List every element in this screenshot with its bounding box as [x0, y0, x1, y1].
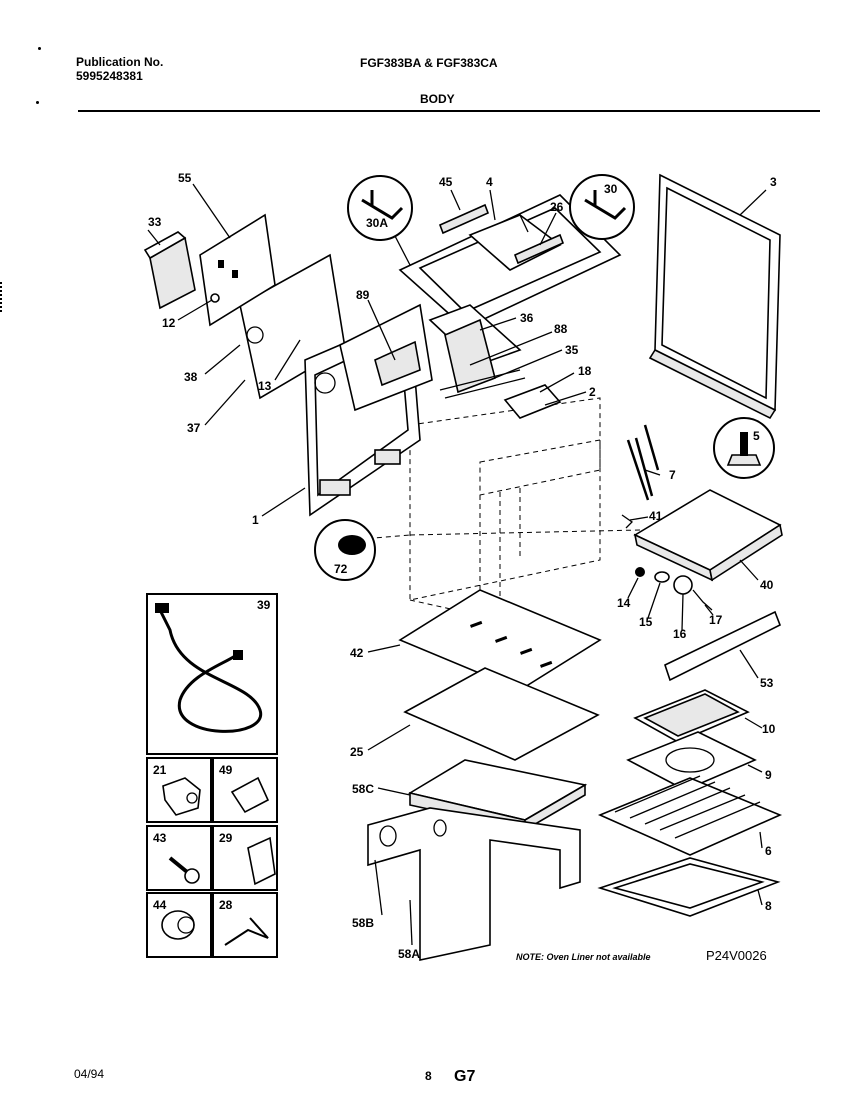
- label-30: 30: [604, 182, 618, 196]
- part-16: [673, 575, 693, 595]
- oven-liner: [367, 807, 581, 961]
- burner-7: [626, 424, 660, 501]
- label-88: 88: [554, 322, 568, 336]
- label-53: 53: [760, 676, 774, 690]
- bracket-33: [143, 231, 196, 310]
- label-39: 39: [257, 598, 271, 612]
- power-cord-box: [146, 593, 278, 755]
- model-numbers: FGF383BA & FGF383CA: [360, 56, 498, 70]
- callout-leveling-leg: [713, 417, 775, 479]
- label-18: 18: [578, 364, 592, 378]
- part-15: [654, 571, 670, 583]
- label-5: 5: [753, 429, 760, 443]
- part-14: [635, 567, 645, 577]
- section-title: BODY: [420, 92, 455, 106]
- label-28: 28: [219, 898, 233, 912]
- label-26: 26: [550, 200, 564, 214]
- label-13: 13: [258, 379, 272, 393]
- label-15: 15: [639, 615, 653, 629]
- label-37: 37: [187, 421, 201, 435]
- broiler-pan-9: [626, 731, 757, 791]
- label-2: 2: [589, 385, 596, 399]
- screw-12: [210, 293, 220, 303]
- label-3: 3: [770, 175, 777, 189]
- label-36: 36: [520, 311, 534, 325]
- oven-liner-note: NOTE: Oven Liner not available: [516, 952, 651, 962]
- label-45: 45: [439, 175, 453, 189]
- label-29: 29: [219, 831, 233, 845]
- label-30A: 30A: [366, 216, 388, 230]
- broiler-tray: [633, 489, 783, 582]
- inset-box-29: [212, 825, 278, 891]
- bracket-18: [503, 384, 562, 419]
- control-panel-assembly: [304, 303, 433, 517]
- label-21: 21: [153, 763, 167, 777]
- label-41: 41: [649, 509, 663, 523]
- panel-25: [403, 667, 600, 761]
- label-16: 16: [673, 627, 687, 641]
- callout-30: [569, 174, 635, 240]
- label-58B: 58B: [352, 916, 374, 930]
- label-72: 72: [334, 562, 348, 576]
- label-49: 49: [219, 763, 233, 777]
- label-58A: 58A: [398, 947, 420, 961]
- label-8: 8: [765, 899, 772, 913]
- label-7: 7: [669, 468, 676, 482]
- part-26-strip: [513, 233, 565, 265]
- footer-page: 8: [425, 1069, 432, 1083]
- rail-53: [664, 610, 782, 682]
- scan-edge-mark: [0, 282, 10, 312]
- label-42: 42: [350, 646, 364, 660]
- leader-lines: [147, 183, 767, 946]
- side-panel: [648, 173, 781, 420]
- drawing-id: P24V0026: [706, 948, 767, 963]
- label-12: 12: [162, 316, 176, 330]
- part-45-strip: [438, 203, 490, 235]
- label-14: 14: [617, 596, 631, 610]
- label-9: 9: [765, 768, 772, 782]
- label-4: 4: [486, 175, 493, 189]
- footer-code: G7: [454, 1068, 476, 1085]
- door-frame-8: [597, 857, 781, 917]
- publication-label: Publication No.: [76, 55, 164, 69]
- broiler-grid-10: [633, 689, 750, 743]
- label-89: 89: [356, 288, 370, 302]
- manifold-assembly: [428, 304, 526, 399]
- part-41: [621, 514, 634, 529]
- label-40: 40: [760, 578, 774, 592]
- part-17: [692, 589, 713, 611]
- label-58C: 58C: [352, 782, 374, 796]
- inset-box-28: [212, 892, 278, 958]
- label-38: 38: [184, 370, 198, 384]
- footer-date: 04/94: [74, 1067, 105, 1081]
- callout-30A: [347, 175, 413, 266]
- label-17: 17: [709, 613, 723, 627]
- label-10: 10: [762, 722, 776, 736]
- label-35: 35: [565, 343, 579, 357]
- label-6: 6: [765, 844, 772, 858]
- inset-box-43: [146, 825, 212, 891]
- scan-dot: [36, 101, 39, 104]
- oven-rack-6: [597, 775, 783, 856]
- callout-72: [314, 519, 376, 581]
- label-25: 25: [350, 745, 364, 759]
- label-55: 55: [178, 171, 192, 185]
- publication-number: 5995248381: [76, 69, 143, 83]
- label-43: 43: [153, 831, 167, 845]
- label-44: 44: [153, 898, 167, 912]
- scan-dot: [38, 47, 41, 50]
- label-1: 1: [252, 513, 259, 527]
- cooktop-frame: [398, 194, 622, 329]
- header-divider: [78, 110, 820, 112]
- inset-part-drawings: [161, 776, 276, 946]
- label-33: 33: [148, 215, 162, 229]
